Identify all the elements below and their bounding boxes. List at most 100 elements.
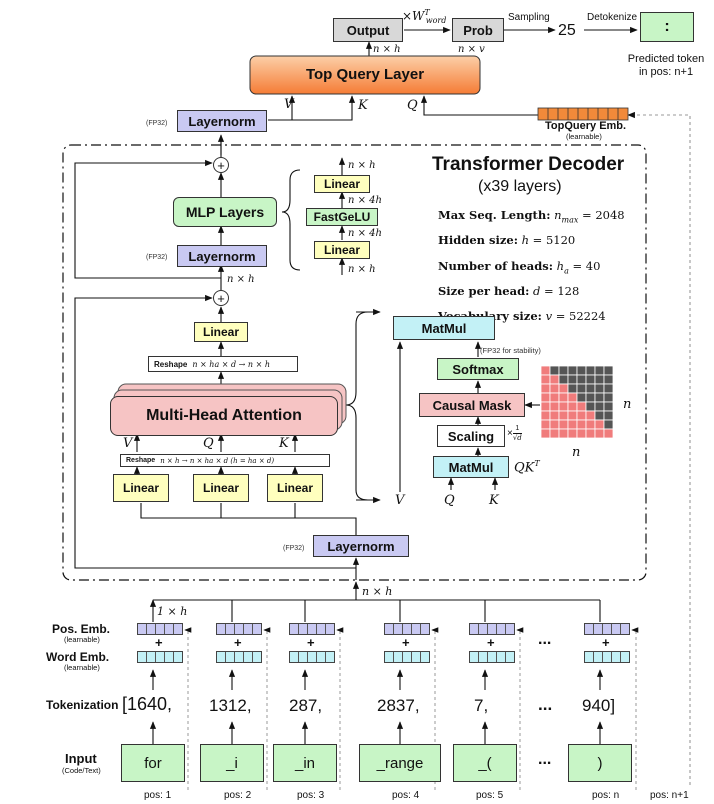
mask-cell [576, 365, 587, 376]
mask-cell [558, 392, 569, 403]
mlpd-dim-mid2: n × 4h [348, 228, 382, 239]
mask-cell [540, 401, 551, 412]
word-emb-vector [384, 651, 430, 663]
pos-dash-5 [516, 627, 524, 790]
mask-cell [558, 410, 569, 421]
mask-cell [585, 365, 596, 376]
token-id-4: 2837, [377, 696, 420, 715]
mask-cell [603, 410, 614, 421]
mask-cell [567, 374, 578, 385]
input-token-3: _in [273, 744, 337, 782]
pos-emb-vector [289, 623, 335, 635]
mask-cell [540, 392, 551, 403]
layernorm-mlp: Layernorm [177, 245, 267, 267]
token-id-3: 287, [289, 696, 323, 715]
decoder-title: Transformer Decoder [432, 154, 625, 175]
mask-cell [576, 392, 587, 403]
mha-q-label: Q [203, 436, 214, 451]
matmul-top: MatMul [393, 316, 495, 340]
mask-cell [540, 428, 551, 439]
causal-mask-grid [540, 365, 614, 439]
pos-label-4: pos: 4 [392, 790, 420, 801]
mask-cell [567, 365, 578, 376]
mask-cell [567, 428, 578, 439]
token-id-ellipsis: ... [538, 695, 553, 714]
mask-cell [603, 392, 614, 403]
mlpd-fastgelu: FastGeLU [306, 208, 378, 226]
mlp-layers-box: MLP Layers [173, 197, 277, 227]
output-box: Output [333, 18, 403, 42]
top-v-label: V [284, 97, 294, 112]
mask-cell [540, 410, 551, 421]
arrow-q-top [420, 95, 538, 116]
mask-cell [585, 419, 596, 430]
pos-dash-3 [336, 627, 344, 790]
mask-cell [567, 383, 578, 394]
prob-box: Prob [452, 18, 504, 42]
mask-cell [576, 383, 587, 394]
mask-cell [603, 383, 614, 394]
word-emb-vector [289, 651, 335, 663]
qkt-label: QKT [514, 459, 540, 476]
input-token-4: _range [359, 744, 441, 782]
residual-lower [74, 294, 356, 569]
mask-cell [567, 419, 578, 430]
pos-emb-vector [216, 623, 262, 635]
token-id-5: 7, [474, 696, 489, 715]
mask-cell [594, 419, 605, 430]
fp32-mlp: (FP32) [146, 254, 168, 261]
pos-label-1: pos: 1 [144, 790, 172, 801]
word-emb-vector [584, 651, 630, 663]
pos-label-n1: pos: n+1 [650, 790, 689, 801]
residual-add-top: + [213, 157, 229, 173]
pos-label-2: pos: 2 [224, 790, 252, 801]
mlpd-dim-in: n × h [348, 264, 376, 275]
decoder-frame [62, 144, 647, 581]
pos-emb-vector [137, 623, 183, 635]
mlpd-dim-mid1: n × 4h [348, 195, 382, 206]
mask-cell [594, 428, 605, 439]
pos-dash-2 [263, 627, 271, 790]
mha-v-label: V [123, 436, 133, 451]
linear-v: Linear [113, 474, 169, 502]
mask-cell [603, 401, 614, 412]
mask-cell [576, 419, 587, 430]
mask-cell [594, 392, 605, 403]
mask-cell [558, 419, 569, 430]
input-token-5: _( [453, 744, 517, 782]
input-token-1: for [121, 744, 185, 782]
mask-cell [549, 383, 560, 394]
attention-brace [345, 311, 369, 501]
mlpd-dim-out: n × h [348, 160, 376, 171]
input-ellipsis: ... [538, 751, 552, 768]
emb-plus: + [234, 635, 242, 650]
mask-cell [576, 374, 587, 385]
fp32-bottom: (FP32) [283, 545, 305, 552]
topquery-emb-learnable: (learnable) [566, 132, 602, 141]
pos-dash-1 [184, 627, 192, 790]
mask-cell [549, 410, 560, 421]
word-emb-label: Word Emb. [46, 650, 110, 664]
linear-after-mha: Linear [194, 322, 248, 342]
causal-mask-box: Causal Mask [419, 393, 525, 417]
pos-dash-4 [431, 627, 439, 790]
predicted-token-box: : [640, 12, 694, 42]
top-query-layer-label: Top Query Layer [305, 66, 425, 83]
mask-cell [603, 365, 614, 376]
mask-cell [540, 374, 551, 385]
decoder-spec-0: Max Seq. Length: nmax = 2048 [438, 208, 625, 225]
mask-cell [603, 428, 614, 439]
mask-cell [549, 428, 560, 439]
mask-cell [549, 392, 560, 403]
pos-emb-vector [584, 623, 630, 635]
linear-k: Linear [267, 474, 323, 502]
mask-n-side: n [623, 397, 632, 412]
word-emb-learnable: (learnable) [64, 663, 100, 672]
pos-label-5: pos: 5 [476, 790, 504, 801]
mha-box: Multi-Head Attention [110, 396, 338, 436]
token-id-2: 1312, [209, 696, 252, 715]
fp32-stability: (FP32 for stability) [480, 346, 541, 355]
